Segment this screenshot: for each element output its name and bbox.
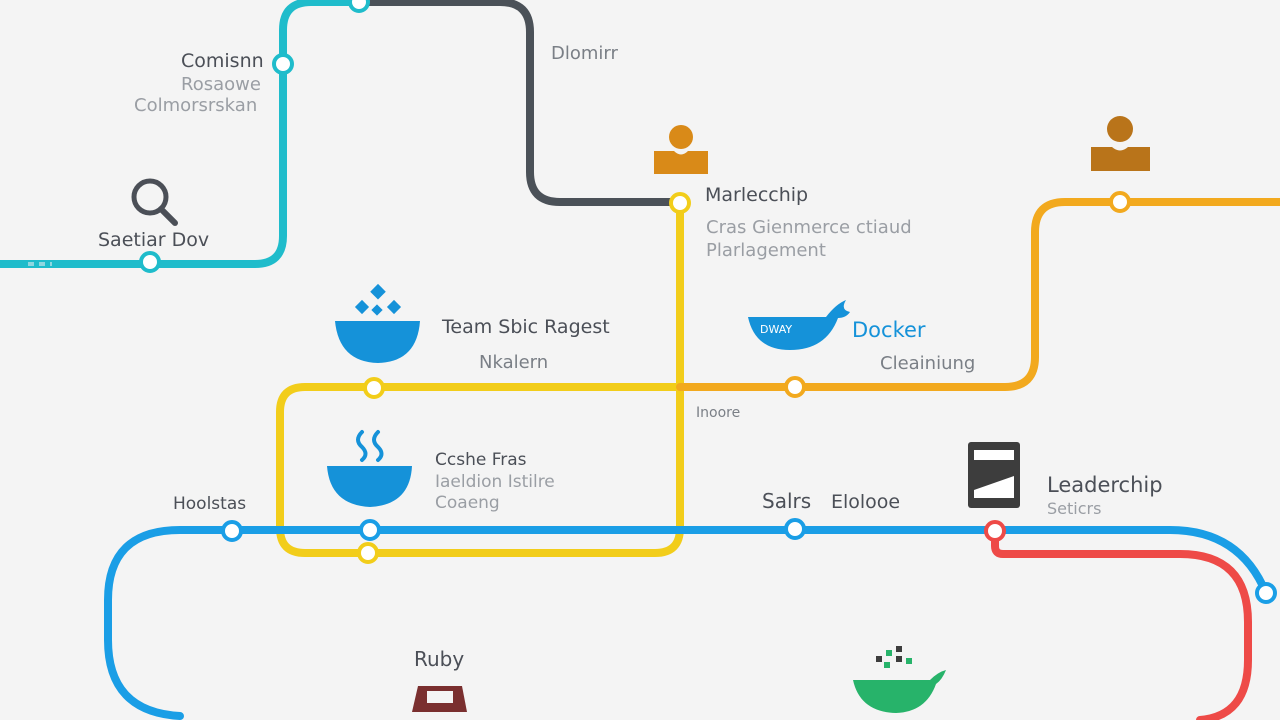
bowl-diamonds-icon [335, 283, 420, 363]
station-left-mid[interactable] [221, 520, 243, 542]
label-top-left-2: Rosaowe [181, 74, 261, 95]
label-top-left-3: Colmorsrskan [134, 95, 258, 116]
station-cyan-top[interactable] [348, 0, 370, 13]
label-bowl-title: Ccshe Fras [435, 450, 527, 470]
station-marketing[interactable] [669, 192, 691, 214]
station-blue-end[interactable] [1255, 582, 1277, 604]
label-marketing: Marlecchip [705, 184, 809, 206]
label-search: Saetiar Dov [98, 229, 210, 251]
person-icon [654, 125, 708, 174]
label-docker-sub: Cleainiung [880, 353, 976, 374]
station-cyan-upper[interactable] [272, 53, 294, 75]
station-bowl-blue[interactable] [359, 519, 381, 541]
green-whale-icon [853, 646, 946, 713]
cyan-route-line [0, 0, 366, 268]
ruby-gem-icon [412, 686, 467, 712]
station-docker[interactable] [784, 376, 806, 398]
search-icon [131, 178, 178, 226]
label-sales-sub: Elolooe [831, 491, 901, 513]
red-route-line [991, 527, 1252, 720]
orange-route-line [676, 198, 1280, 391]
whale-icon: DWAY [748, 300, 850, 350]
person-icon-right [1091, 116, 1150, 171]
label-sales: Salrs [762, 489, 812, 513]
label-bowl-line3: Coaeng [435, 493, 500, 513]
label-management-2: Plarlagement [706, 240, 826, 261]
label-small-center: Inoore [696, 405, 741, 421]
label-top-center: Dlomirr [551, 43, 618, 64]
book-icon [968, 442, 1020, 508]
label-leadership: Leaderchip [1047, 473, 1163, 497]
label-leadership-sub: Seticrs [1047, 499, 1102, 518]
label-bowl-line2: Iaeldion Istilre [435, 472, 555, 492]
blue-route-line [104, 526, 1270, 720]
station-orange-right[interactable] [1109, 191, 1131, 213]
steam-bowl-icon [327, 430, 412, 507]
label-team-sub: Nkalern [479, 352, 549, 373]
label-team: Team Sbic Ragest [442, 316, 610, 338]
label-top-left-1: Comisnn [181, 50, 264, 72]
dark-route-line [358, 0, 684, 206]
label-management-1: Cras Gienmerce ctiaud [706, 217, 912, 238]
label-docker: Docker [852, 318, 926, 342]
docker-logo-text: DWAY [760, 323, 792, 336]
station-leadership[interactable] [984, 520, 1006, 542]
label-ruby: Ruby [414, 647, 465, 671]
station-bowl-yellow[interactable] [357, 542, 379, 564]
station-team[interactable] [363, 377, 385, 399]
station-sales[interactable] [784, 518, 806, 540]
station-cyan-left[interactable] [139, 251, 161, 273]
label-left-mid: Hoolstas [173, 494, 247, 514]
yellow-route-line [276, 198, 799, 557]
